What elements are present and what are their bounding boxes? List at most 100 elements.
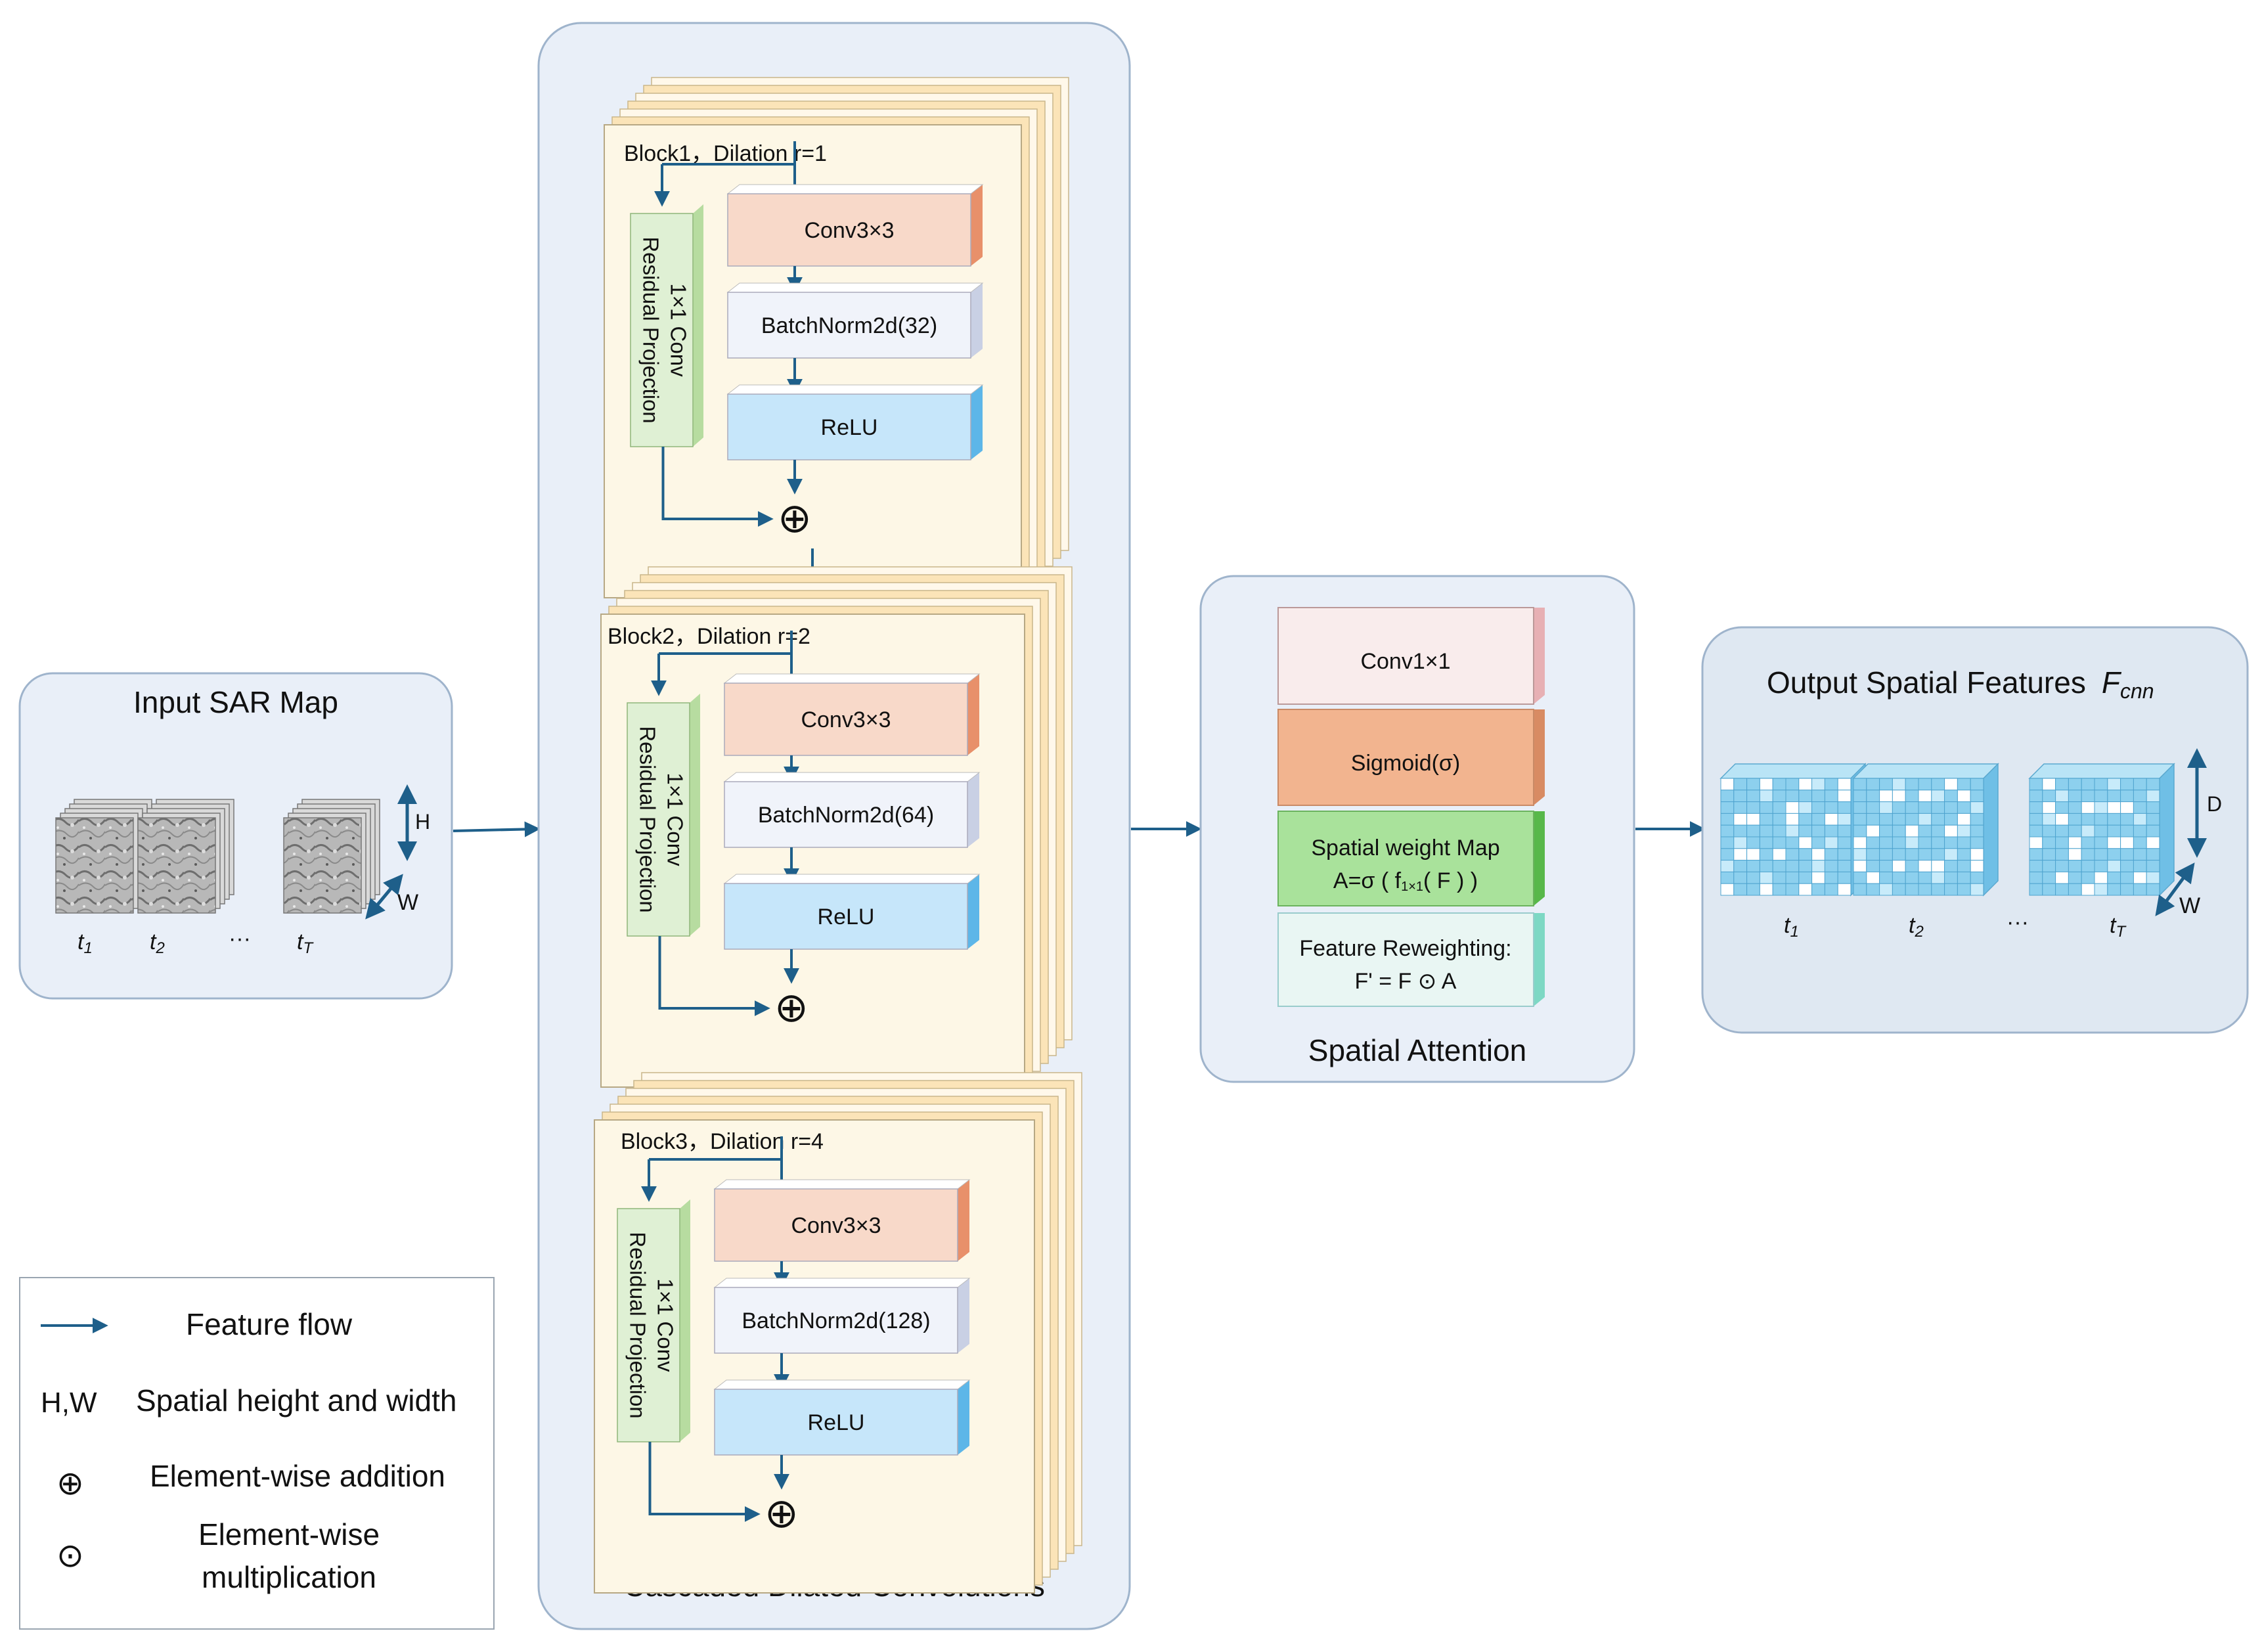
cube-cell [1785, 883, 1800, 896]
cube-cell [1918, 824, 1932, 837]
residual-label-1: 1×1 Conv [667, 283, 691, 377]
cube-cell [2055, 836, 2069, 849]
cube-cell [1798, 883, 1813, 896]
cube-cell [1837, 848, 1852, 861]
sar-image-stacks [55, 799, 380, 914]
residual-label-1: 1×1 Conv [654, 1278, 678, 1372]
cube-cell [1837, 871, 1852, 884]
residual-side [680, 1199, 690, 1442]
relu-box [714, 1389, 958, 1456]
cube-cell [2107, 801, 2121, 814]
cube-cell [2055, 824, 2069, 837]
cube-cell [1944, 836, 1958, 849]
block-2: Block2，Dilation r=2 Conv3×3BatchNorm2d(6… [600, 566, 1073, 1088]
cube-cell [2068, 824, 2082, 837]
cube-cell [1759, 860, 1773, 872]
cube-cell [1824, 824, 1838, 837]
cube-cell [1931, 848, 1945, 861]
cube-cell [1866, 824, 1880, 837]
flow-arrow-residual-add [658, 936, 770, 1016]
cube-cell [1866, 801, 1880, 814]
batchnorm-box-side [971, 283, 983, 358]
cube-cell [1918, 860, 1932, 872]
cube-cell [2133, 836, 2147, 849]
cube-cell [1759, 778, 1773, 791]
conv-box [727, 193, 971, 267]
cube-cell [1733, 883, 1748, 896]
conv-box-top [726, 184, 984, 194]
cube-cell [1957, 813, 1971, 826]
cube-cell [1931, 836, 1945, 849]
cube-cell [1720, 824, 1735, 837]
cube-cell [2042, 778, 2056, 791]
cube-cell [1892, 836, 1906, 849]
cube-cell [2068, 848, 2082, 861]
cube-cell [1918, 790, 1932, 803]
cube-cell [1957, 883, 1971, 896]
cube-cell [1905, 883, 1919, 896]
legend-mul-label-1: Element-wise [198, 1517, 380, 1552]
cube-cell [2068, 790, 2082, 803]
residual-projection-box [627, 702, 690, 937]
input-panel: Input SAR Map H W t1 t2 ··· tT [18, 672, 453, 1000]
cube-cell [2081, 848, 2095, 861]
cube-cell [1811, 848, 1825, 861]
att-weight-box: Spatial weight Map A=σ ( f1×1( F ) ) [1277, 811, 1545, 906]
cube-cell [2042, 813, 2056, 826]
cube-cell [1772, 871, 1786, 884]
cube-cell [1746, 836, 1760, 849]
cube-cell [1785, 871, 1800, 884]
batchnorm-box [714, 1287, 958, 1354]
cube-cell [2133, 813, 2147, 826]
batchnorm-box [727, 292, 971, 359]
cube-cell [1853, 778, 1867, 791]
cube-cell [1772, 790, 1786, 803]
cube-cell [2094, 824, 2108, 837]
cube-cell [1944, 801, 1958, 814]
cube-cell [1957, 824, 1971, 837]
cube-cell [1798, 871, 1813, 884]
cube-cell [2120, 860, 2134, 872]
cube-cell [1931, 778, 1945, 791]
cube-cell [2029, 824, 2043, 837]
conv-box-top [723, 673, 981, 684]
cube-cell [2094, 790, 2108, 803]
cube-cell [1879, 871, 1893, 884]
cube-cell [2055, 883, 2069, 896]
cube-cell [2107, 824, 2121, 837]
cube-cell [2042, 848, 2056, 861]
cube-cell [2146, 778, 2160, 791]
cube-cell [1733, 871, 1748, 884]
cube-cell [1811, 801, 1825, 814]
cube-cell [1785, 813, 1800, 826]
cube-cell [1785, 860, 1800, 872]
cube-cell [1866, 848, 1880, 861]
cube-cell [1733, 836, 1748, 849]
cube-cell [1853, 824, 1867, 837]
output-feature-cubes [1719, 763, 2175, 897]
relu-box-label: ReLU [808, 1410, 865, 1435]
legend-add-symbol: ⊕ [56, 1465, 84, 1502]
cube-cell [2042, 860, 2056, 872]
cube-cell [1811, 883, 1825, 896]
cube-cell [1785, 801, 1800, 814]
conv-box-label: Conv3×3 [801, 707, 891, 732]
batchnorm-box-label: BatchNorm2d(32) [761, 313, 937, 338]
cube-cell [1798, 813, 1813, 826]
conv-box [714, 1188, 958, 1262]
cube-top [1852, 763, 1999, 779]
cube-cell [2120, 778, 2134, 791]
cube-cell [1853, 860, 1867, 872]
cube-cell [1957, 801, 1971, 814]
output-d-label: D [2207, 792, 2222, 816]
cube-cell [1824, 778, 1838, 791]
cube-cell [1944, 824, 1958, 837]
cube-cell [2081, 871, 2095, 884]
cube-cell [2146, 813, 2160, 826]
cube-cell [1785, 790, 1800, 803]
cube-cell [1944, 871, 1958, 884]
residual-projection-box [630, 213, 694, 447]
width-arrow [365, 874, 403, 920]
cube-cell [2068, 871, 2082, 884]
